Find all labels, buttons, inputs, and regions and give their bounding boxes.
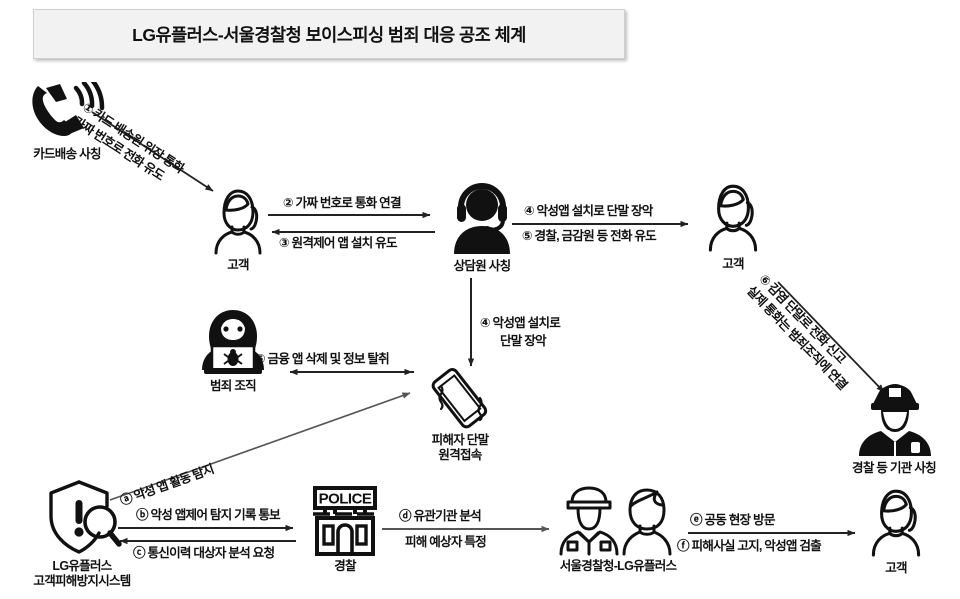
vibrating-phone-icon	[431, 368, 488, 429]
node-fake-agent: 상담원 사칭	[434, 180, 530, 274]
svg-text:POLICE: POLICE	[319, 491, 372, 508]
flow-d-label-bottom: 피해 예상자 특정	[405, 535, 487, 549]
ringing-phone-icon	[32, 82, 105, 136]
node-victim-device: 피해자 단말 원격접속	[404, 368, 516, 463]
page-title: LG유플러스-서울경찰청 보이스피싱 범죄 대응 공조 체계	[132, 24, 526, 45]
female-customer-icon	[871, 489, 921, 557]
hooded-hacker-laptop-icon	[202, 310, 264, 374]
flow-3-label: ③ 원격제어 앱 설치 유도	[279, 236, 398, 250]
node-label-victim-device-1: 피해자 단말	[431, 433, 489, 447]
flow-4-right-label: ④ 악성앱 설치로 단말 장악	[524, 204, 653, 218]
headset-agent-icon	[454, 183, 510, 254]
shield-magnifier-icon	[49, 480, 122, 554]
police-officer-icon	[859, 384, 931, 456]
node-label-card-delivery: 카드배송 사칭	[33, 147, 101, 161]
flow-1-arrow	[91, 111, 214, 192]
flow-4-down-label-2: 단말 장악	[500, 334, 547, 348]
officer-and-staff-icon	[559, 486, 672, 556]
node-label-lgu-system-1: LG유플러스	[52, 559, 112, 573]
node-joint-team: 서울경찰청-LG유플러스	[548, 484, 688, 574]
flow-d-label-top: ⓓ 유관기관 분석	[399, 509, 482, 523]
flow-f-label: ⓕ 피해사실 고지, 악성앱 검출	[677, 539, 822, 553]
node-label-fake-police: 경찰 등 기관 사칭	[852, 461, 937, 475]
node-label-joint-team: 서울경찰청-LG유플러스	[559, 559, 677, 573]
node-label-customer-right: 고객	[722, 257, 744, 271]
flow-a-arrow	[109, 392, 411, 501]
flow-b-label: ⓑ 악성 앱제어 탐지 기록 통보	[136, 508, 281, 522]
node-label-customer-bottom: 고객	[885, 561, 907, 575]
police-station-icon: POLICE	[313, 486, 377, 556]
node-label-crime-org: 범죄 조직	[210, 379, 257, 393]
flow-5-mid-label: ⑤ 금융 앱 삭제 및 정보 탈취	[255, 352, 390, 366]
female-customer-icon	[708, 184, 758, 252]
node-lgu-system: LG유플러스 고객피해방지시스템	[12, 478, 152, 589]
flow-e-label: ⓔ 공동 현장 방문	[690, 513, 775, 527]
node-customer-bottom: 고객	[856, 482, 936, 576]
node-fake-police: 경찰 등 기관 사칭	[838, 382, 950, 476]
node-police-station: POLICE 경찰	[305, 484, 385, 574]
node-card-delivery: 카드배송 사칭	[12, 82, 122, 162]
flow-6-arrow	[777, 281, 885, 393]
flow-4-down-label-1: ④ 악성앱 설치로	[480, 316, 561, 330]
node-label-victim-device-2: 원격접속	[438, 447, 482, 462]
node-label-police-station: 경찰	[334, 559, 356, 573]
node-label-fake-agent: 상담원 사칭	[453, 259, 511, 273]
node-label-lgu-system-2: 고객피해방지시스템	[33, 573, 131, 588]
node-crime-org: 범죄 조직	[178, 308, 288, 394]
flow-2-label: ② 가짜 번호로 통화 연결	[283, 196, 402, 210]
flow-5-right-label: ⑤ 경찰, 금감원 등 전화 유도	[522, 229, 657, 243]
node-label-customer-left: 고객	[227, 258, 249, 272]
diagram-title-box: LG유플러스-서울경찰청 보이스피싱 범죄 대응 공조 체계	[33, 9, 625, 59]
female-customer-icon	[214, 189, 262, 255]
node-customer-right: 고객	[693, 176, 773, 272]
flow-c-label: ⓒ 통신이력 대상자 분석 요청	[133, 546, 275, 560]
node-customer-left: 고객	[198, 183, 278, 273]
